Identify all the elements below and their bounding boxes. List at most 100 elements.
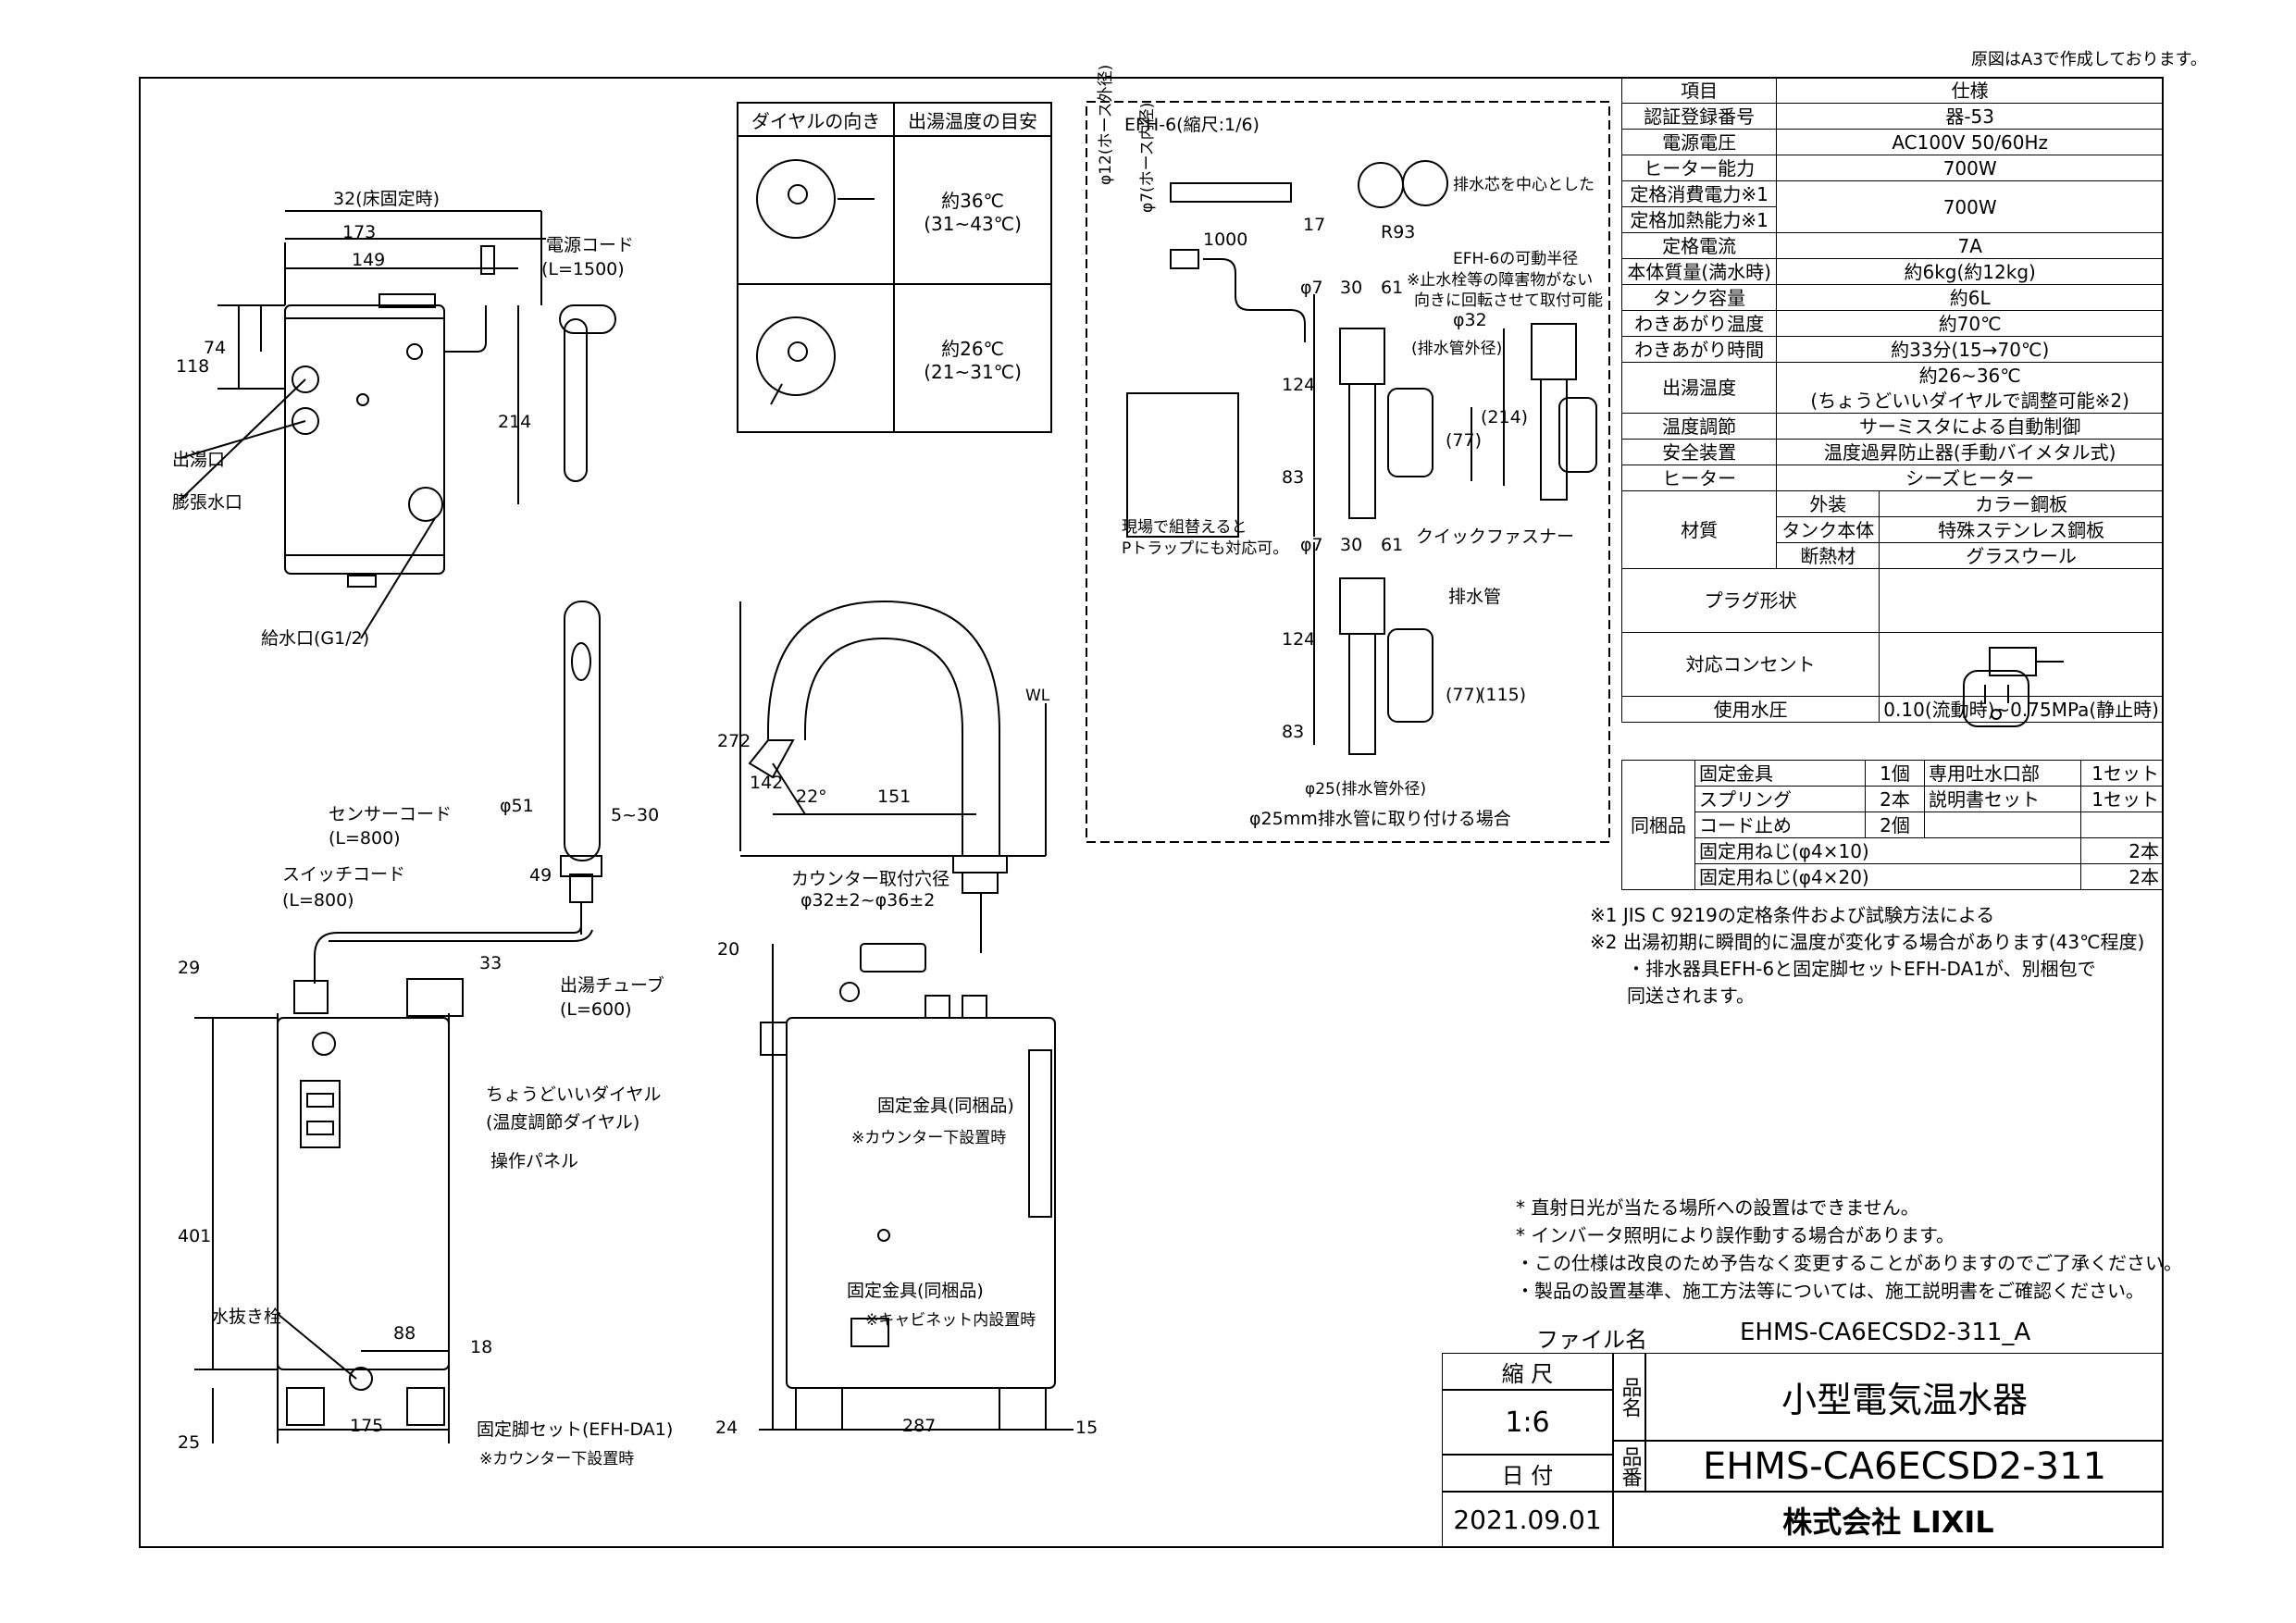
dial-table: ダイヤルの向き 出湯温度の目安 約36℃(31~43℃) 約26℃(21~31℃… [736,102,1052,433]
scale-label: 縮 尺 [1442,1353,1613,1390]
spec-header-value: 仕様 [1776,77,2164,104]
note-line: ・製品の設置基準、施工方法等については、施工説明書をご確認ください。 [1516,1280,2144,1302]
accessories-label: 同梱品 [1621,760,1695,890]
spec-value: 7A [1776,232,2164,259]
accessory-item: 専用吐水口部 [1924,760,2081,787]
spec-value: 器-53 [1776,103,2164,130]
dim-32-note: (排水管外径) [1411,340,1503,358]
dim-32: 32(床固定時) [333,189,441,209]
product-number: EHMS-CA6ECSD2-311 [1645,1441,2164,1492]
dim-32: φ32 [1453,310,1487,330]
dim-33: 33 [479,953,503,973]
dim-142: 142 [750,773,784,793]
label-outlet: 出湯口 [172,450,226,470]
dim-18: 18 [470,1337,493,1357]
label-bracket-b-note: ※キャビネット内設置時 [865,1311,1036,1330]
spec-label: ヒーター [1620,465,1778,491]
dial-header-temp: 出湯温度の目安 [893,102,1052,137]
label-bracket-a-note: ※カウンター下設置時 [851,1129,1007,1147]
spec-material-label: 材質 [1620,490,1778,569]
spec-value: グラスウール [1879,542,2164,569]
dim-88: 88 [393,1323,416,1344]
footnote: ※2 出湯初期に瞬間的に温度が変化する場合があります(43℃程度) [1590,931,2145,953]
dim-20: 20 [717,939,740,960]
dim-214b: (214) [1481,407,1529,427]
spec-value: 0.10(流動時)~0.75MPa(静止時) [1879,696,2164,723]
spec-value: 700W [1776,180,2164,233]
spec-label: タンク本体 [1776,516,1880,543]
dim-175: 175 [350,1416,384,1436]
spec-footnotes: ※1 JIS C 9219の定格条件および試験方法による ※2 出湯初期に瞬間的… [1590,902,2144,1010]
general-notes: * 直射日光が当たる場所への設置はできません。 * インバータ照明により誤作動す… [1516,1194,2182,1305]
unit-rear-view [759,943,1074,1431]
label-efh6: EFH-6(縮尺:1/6) [1124,115,1260,135]
accessory-item: 固定用ねじ(φ4×20) [1694,863,2081,890]
spec-label: 本体質量(満水時) [1620,258,1778,285]
spec-label: 電源電圧 [1620,129,1778,155]
label-outlet-tube: 出湯チューブ [560,975,664,996]
label-bracket-a: 固定金具(同梱品) [877,1096,1014,1116]
footnote: 同送されます。 [1627,985,1755,1007]
footnote: ※1 JIS C 9219の定格条件および試験方法による [1590,904,1995,926]
label-pivot-b: EFH-6の可動半径 [1453,250,1579,268]
spec-value: サーミスタによる自動制御 [1776,413,2164,440]
dim-61b: 61 [1381,535,1404,555]
accessory-item: 説明書セット [1924,786,2081,812]
outlet-icon [1879,632,2164,697]
dim-74: 74 [204,338,227,358]
dial-temp-1: 約36℃(31~43℃) [893,135,1052,285]
label-switch-cord-length: (L=800) [282,890,354,911]
spec-header-item: 項目 [1620,77,1778,104]
spec-value: (ちょうどいいダイヤルで調整可能※2) [1776,388,2164,414]
accessory-qty: 1個 [1865,760,1925,787]
dim-173: 173 [342,222,377,242]
spec-label: わきあがり時間 [1620,336,1778,363]
accessory-item: 固定金具 [1694,760,1866,787]
label-power-cord-length: (L=1500) [541,259,625,279]
spec-label: タンク容量 [1620,284,1778,311]
label-drain-pipe: 排水管 [1448,587,1502,607]
note-line: * 直射日光が当たる場所への設置はできません。 [1516,1196,1919,1219]
accessory-qty: 2個 [1865,812,1925,838]
dim-151: 151 [877,787,912,807]
dial-temp-2: 約26℃(21~31℃) [893,283,1052,433]
accessory-qty: 2本 [2080,863,2164,890]
label-field-a: 現場で組替えると [1122,518,1247,537]
dim-124a: 124 [1282,375,1316,395]
accessory-qty: 1セット [2080,786,2164,812]
faucet-front-view [739,600,1047,953]
spec-label: 定格消費電力※1 [1620,180,1778,207]
accessory-qty: 2本 [1865,786,1925,812]
spec-value: 約70℃ [1776,310,2164,337]
dim-149: 149 [352,250,386,270]
label-expansion-port: 膨張水口 [172,492,243,513]
spec-value: 約33分(15→70℃) [1776,336,2164,363]
dim-hose-inner: φ7(ホース内径) [1138,102,1157,213]
spec-label: 定格電流 [1620,232,1778,259]
spec-label: 定格加熱能力※1 [1620,206,1778,233]
efh-detail-box [1086,101,1610,843]
spec-value: シーズヒーター [1776,465,2164,491]
dim-83b: 83 [1282,722,1305,742]
dim-22deg: 22° [796,787,827,807]
spec-label: 外装 [1776,490,1880,517]
dim-r93: R93 [1381,222,1416,242]
accessory-qty: 2本 [2080,837,2164,864]
dim-401: 401 [178,1226,212,1246]
dim-30a: 30 [1340,278,1363,298]
label-outlet-tube-length: (L=600) [560,999,632,1020]
note-line: ・この仕様は改良のため予告なく変更することがありますのでご了承ください。 [1516,1252,2182,1274]
dim-29: 29 [178,958,201,978]
product-name: 小型電気温水器 [1645,1353,2164,1441]
dim-hose-outer: φ12(ホース外径) [1097,64,1115,185]
dim-15: 15 [1075,1418,1098,1438]
spec-label: 断熱材 [1776,542,1880,569]
label-fixed-leg: 固定脚セット(EFH-DA1) [477,1419,674,1440]
spec-label: 安全装置 [1620,439,1778,465]
spec-label: 認証登録番号 [1620,103,1778,130]
spec-value: 約26~36℃ [1776,362,2164,388]
dim-214: 214 [498,412,532,432]
dim-83a: 83 [1282,467,1305,488]
unit-side-view [180,210,616,639]
